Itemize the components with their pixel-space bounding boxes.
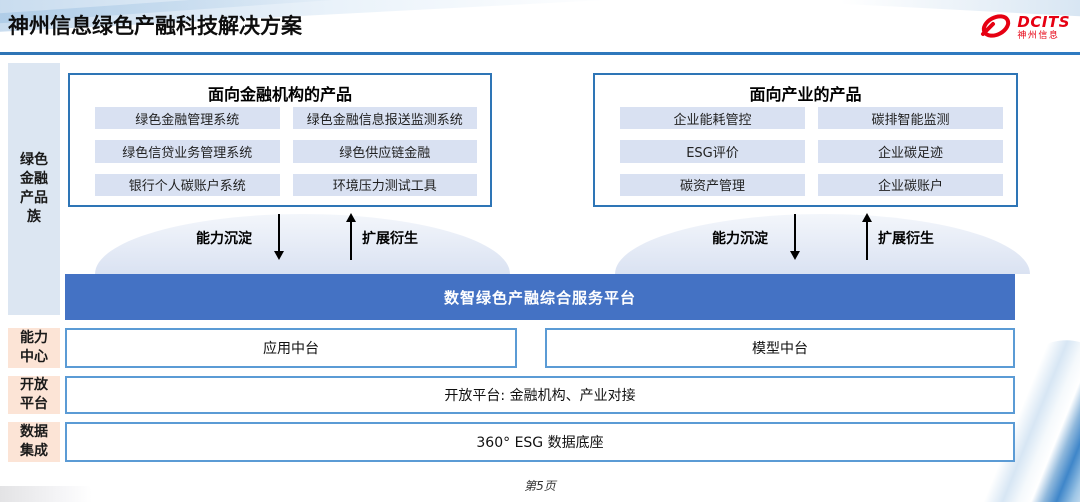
product-chip: 绿色供应链金融 xyxy=(292,140,477,163)
bottom-left-decoration xyxy=(0,486,92,502)
financial-institution-products-box: 面向金融机构的产品 绿色金融管理系统 绿色金融信息报送监测系统 绿色信贷业务管理… xyxy=(68,73,492,207)
arrow-up-icon xyxy=(346,213,356,260)
esg-data-base-row-box: 360° ESG 数据底座 xyxy=(65,422,1015,462)
product-chip: 绿色金融管理系统 xyxy=(95,107,280,130)
box-title: 面向金融机构的产品 xyxy=(207,85,352,104)
product-chip-grid: 绿色金融管理系统 绿色金融信息报送监测系统 绿色信贷业务管理系统 绿色供应链金融… xyxy=(95,107,477,196)
product-chip: 企业能耗管控 xyxy=(620,107,805,130)
arrow-group-left: 能力沉淀 扩展衍生 xyxy=(196,212,436,264)
product-chip: 碳排智能监测 xyxy=(818,107,1003,130)
arrow-down-icon xyxy=(790,214,800,260)
product-chip: 绿色信贷业务管理系统 xyxy=(95,140,280,163)
capability-deposit-label: 能力沉淀 xyxy=(712,231,768,247)
digital-green-platform-bar: 数智绿色产融综合服务平台 xyxy=(65,274,1015,320)
arrow-down-icon xyxy=(274,214,284,260)
model-middle-platform-box: 模型中台 xyxy=(545,328,1015,368)
industry-products-box: 面向产业的产品 企业能耗管控 碳排智能监测 ESG评价 企业碳足迹 碳资产管理 … xyxy=(593,73,1018,207)
sidebar-item-green-finance-product-family: 绿色 金融 产品 族 xyxy=(8,63,60,315)
page-title: 神州信息绿色产融科技解决方案 xyxy=(8,14,302,38)
capability-deposit-label: 能力沉淀 xyxy=(196,231,252,247)
sidebar-item-data-integration: 数据 集成 xyxy=(8,422,60,462)
product-chip: 银行个人碳账户系统 xyxy=(95,173,280,196)
product-chip: 环境压力测试工具 xyxy=(292,173,477,196)
product-chip-grid: 企业能耗管控 碳排智能监测 ESG评价 企业碳足迹 碳资产管理 企业碳账户 xyxy=(620,107,1003,196)
arrow-group-right: 能力沉淀 扩展衍生 xyxy=(712,212,952,264)
header-divider xyxy=(0,52,1080,55)
application-middle-platform-box: 应用中台 xyxy=(65,328,517,368)
arrow-up-icon xyxy=(862,213,872,260)
open-platform-row-box: 开放平台: 金融机构、产业对接 xyxy=(65,376,1015,414)
sidebar-item-capability-center: 能力 中心 xyxy=(8,328,60,368)
dcits-logo-icon xyxy=(979,12,1013,44)
page-number: 第5页 xyxy=(524,479,556,493)
product-chip: ESG评价 xyxy=(620,140,805,163)
company-logo: DCITS 神州信息 xyxy=(979,12,1070,44)
product-chip: 企业碳足迹 xyxy=(818,140,1003,163)
logo-text: DCITS xyxy=(1017,13,1070,31)
expand-derive-label: 扩展衍生 xyxy=(362,231,418,247)
expand-derive-label: 扩展衍生 xyxy=(878,231,934,247)
box-title: 面向产业的产品 xyxy=(749,85,862,104)
product-chip: 碳资产管理 xyxy=(620,173,805,196)
product-chip: 企业碳账户 xyxy=(818,173,1003,196)
sidebar-item-open-platform: 开放 平台 xyxy=(8,376,60,414)
logo-subtext: 神州信息 xyxy=(1017,31,1060,41)
product-chip: 绿色金融信息报送监测系统 xyxy=(292,107,477,130)
